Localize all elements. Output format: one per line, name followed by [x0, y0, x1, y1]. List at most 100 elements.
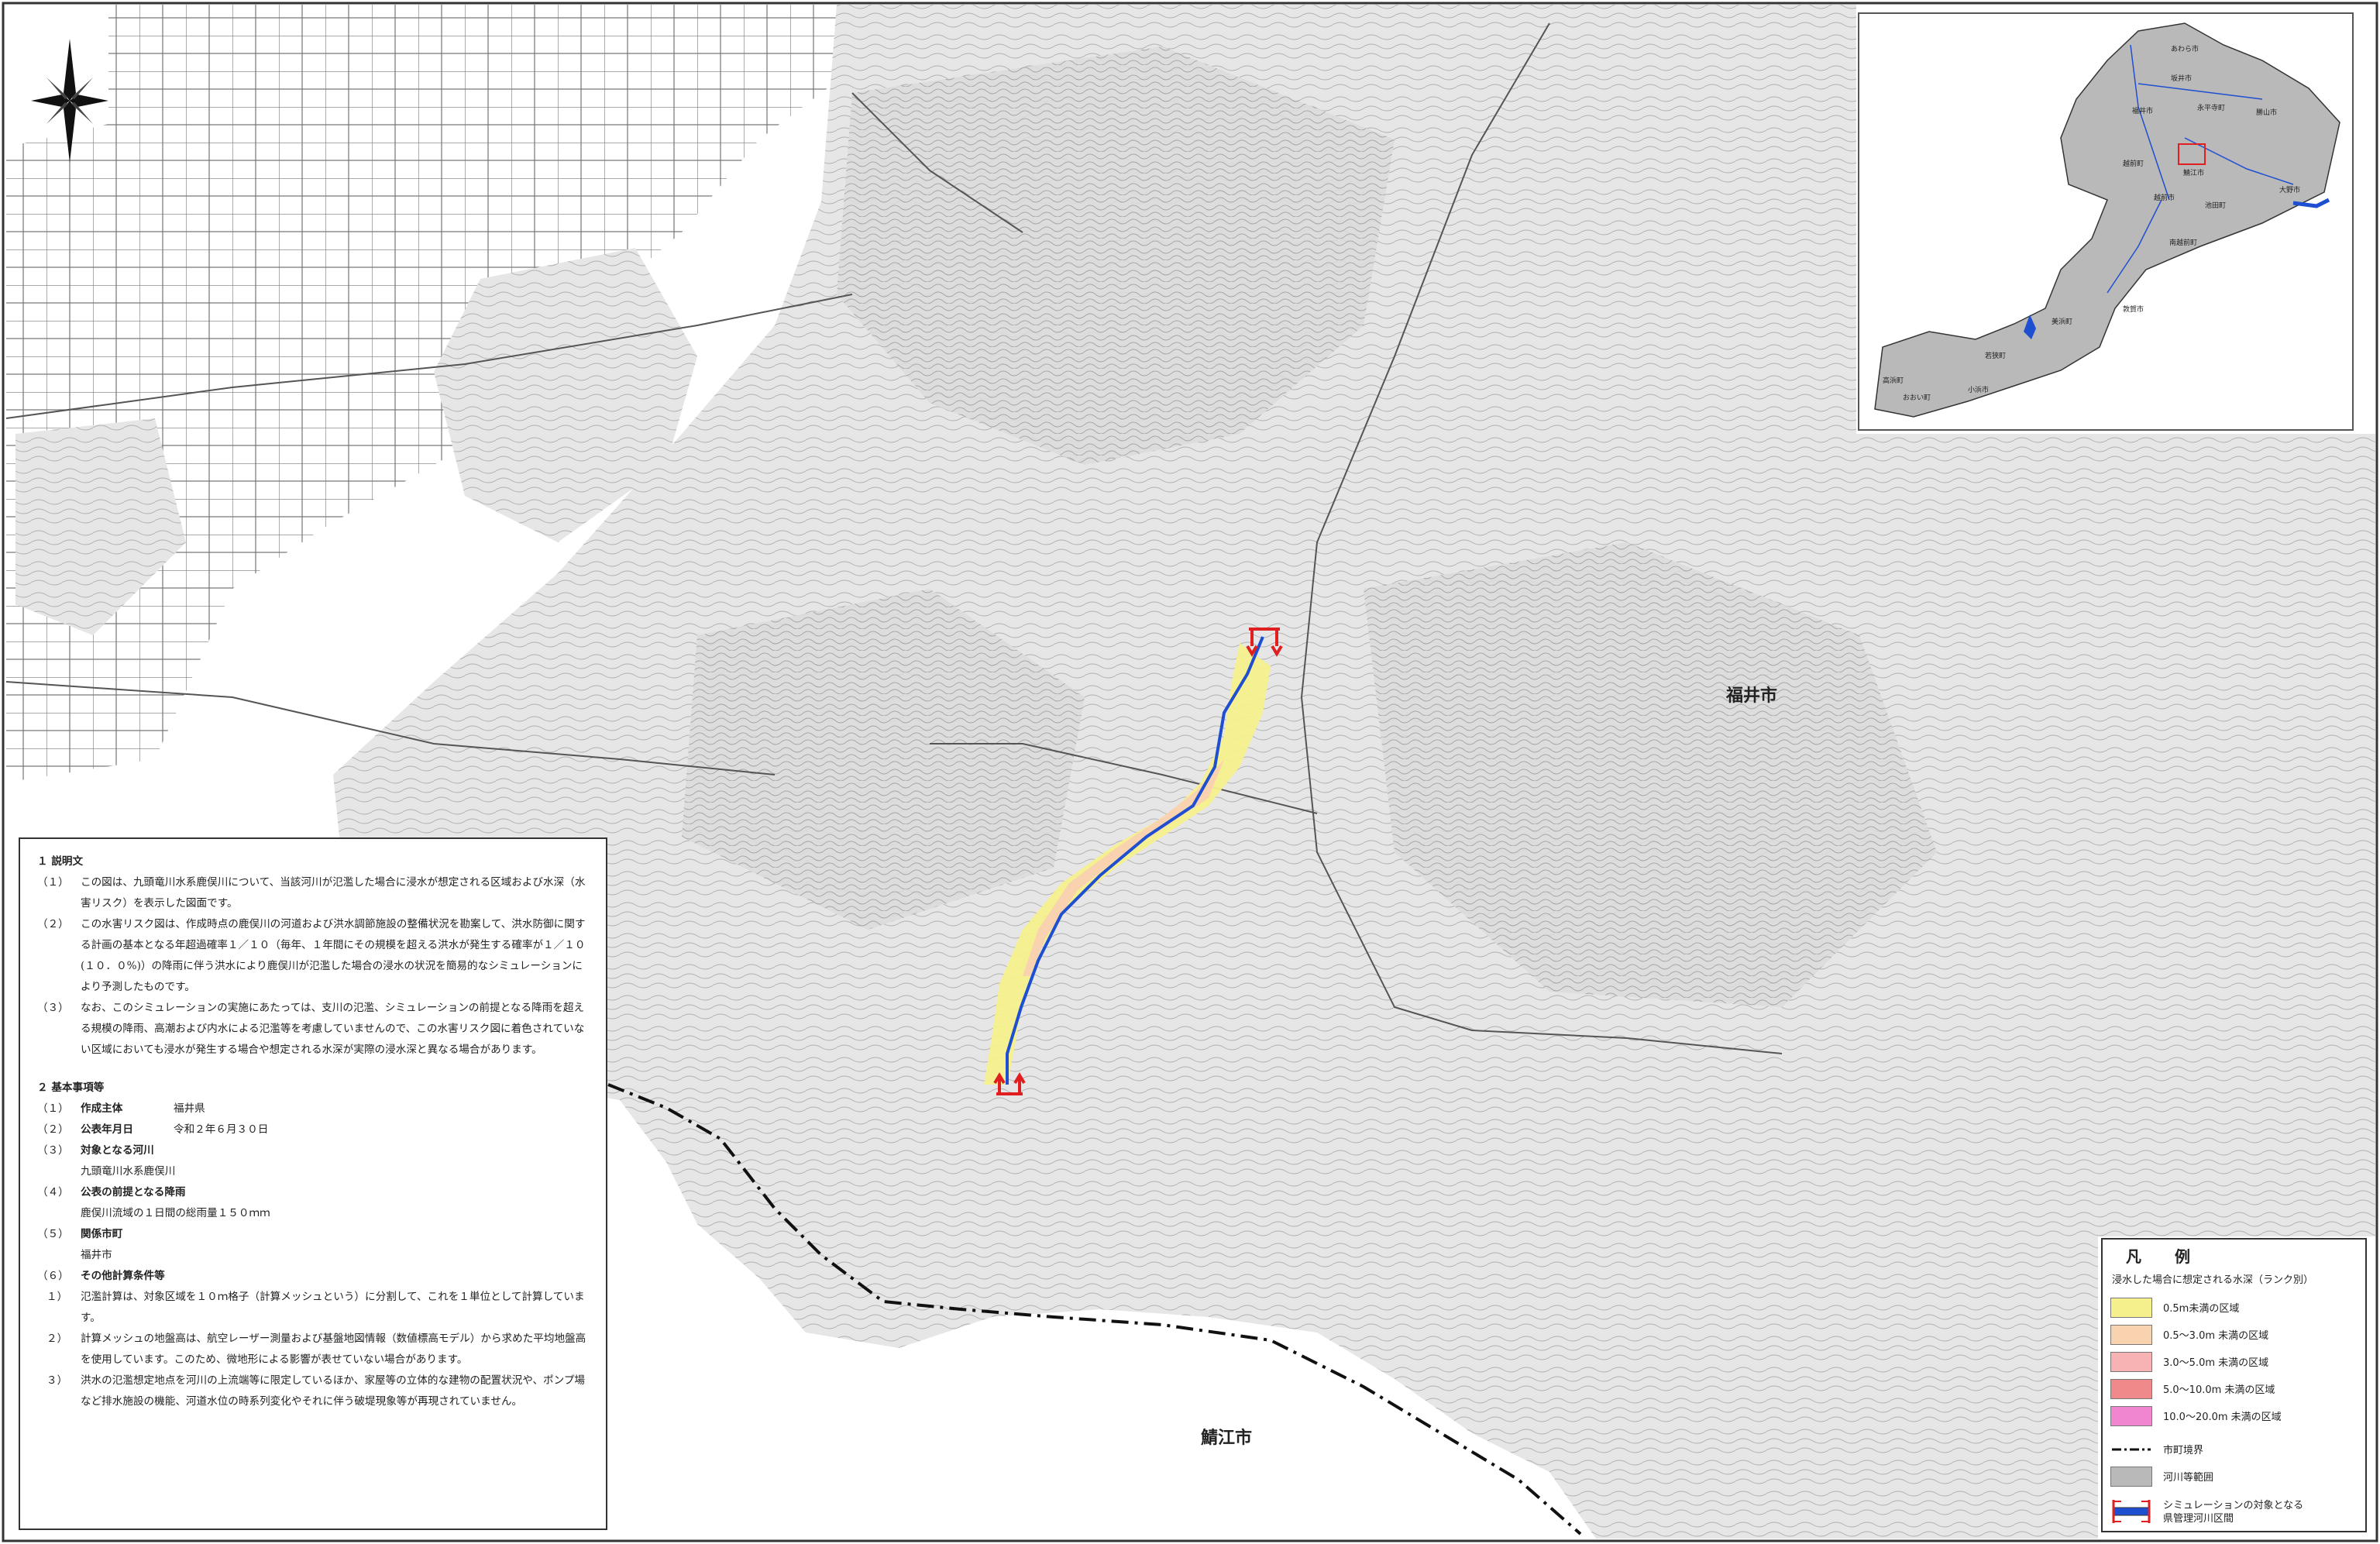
legend-item-boundary: 市町境界: [2110, 1436, 2358, 1463]
item-number: （６）: [37, 1270, 69, 1282]
depth-swatch: [2110, 1297, 2152, 1318]
legend-label: 0.5m未満の区域: [2163, 1303, 2240, 1315]
legend-item-depth: 5.0～10.0m 未満の区域: [2110, 1375, 2358, 1402]
inset-label: 福井市: [2132, 106, 2153, 115]
item-value: 福井市: [81, 1249, 112, 1261]
condition-item: ２） 計算メッシュの地盤高は、航空レーザー測量および基盤地図情報（数値標高モデル…: [37, 1329, 589, 1370]
legend-label: 県管理河川区間: [2163, 1513, 2234, 1525]
depth-swatch: [2110, 1378, 2152, 1399]
inset-label: 越前町: [2123, 159, 2144, 168]
basic-item: （４） 公表の前提となる降雨: [37, 1182, 589, 1203]
section-title: ２ 基本事項等: [37, 1081, 105, 1094]
legend-title: 凡 例: [2126, 1247, 2204, 1266]
inset-label: 南越前町: [2169, 238, 2197, 247]
roads: [5, 22, 1783, 1054]
north-arrow-icon: [31, 39, 108, 163]
legend-item-depth: 10.0～20.0m 未満の区域: [2110, 1402, 2358, 1429]
legend-panel: 凡 例 浸水した場合に想定される水深（ランク別） 0.5m未満の区域 0.5～3…: [2101, 1238, 2367, 1532]
item-value: 令和２年６月３０日: [174, 1123, 269, 1136]
basic-item: （６） その他計算条件等: [37, 1266, 589, 1287]
item-number: （４）: [37, 1186, 69, 1198]
legend-label: 市町境界: [2163, 1445, 2204, 1456]
legend-item-depth: 0.5～3.0m 未満の区域: [2110, 1321, 2358, 1348]
hill-terrain-dense: [682, 46, 1937, 1007]
basic-item: （１） 作成主体 福井県: [37, 1099, 589, 1119]
item-number: （３）: [37, 1144, 69, 1157]
city-label-sabae: 鯖江市: [1201, 1429, 1253, 1448]
inset-label: 池田町: [2205, 201, 2226, 210]
inset-label: 越前市: [2154, 193, 2175, 202]
item-number: （２）: [37, 1123, 69, 1136]
item-number: （５）: [37, 1228, 69, 1240]
legend-subtitle: 浸水した場合に想定される水深（ランク別）: [2112, 1274, 2314, 1286]
inset-label: 永平寺町: [2197, 103, 2225, 112]
simulation-range-markers: [993, 628, 1283, 1095]
inset-label: あわら市: [2171, 44, 2199, 53]
river-area-swatch: [2110, 1466, 2152, 1487]
legend-label: 河川等範囲: [2163, 1472, 2214, 1484]
item-key: 対象となる河川: [81, 1144, 154, 1157]
city-label-fukui: 福井市: [1726, 686, 1778, 706]
legend-label: 5.0～10.0m 未満の区域: [2163, 1384, 2275, 1396]
item-key: 作成主体: [81, 1102, 123, 1115]
plain-fields: [6, 5, 852, 782]
item-key: その他計算条件等: [81, 1270, 165, 1282]
inset-label: 鯖江市: [2183, 168, 2204, 177]
item-number: （１）: [37, 1102, 69, 1115]
hill-west: [15, 248, 697, 635]
flood-zone-medium: [1023, 759, 1224, 976]
condition-item: ３） 洪水の氾濫想定地点を河川の上流端等に限定しているほか、家屋等の立体的な建物…: [37, 1370, 589, 1412]
depth-swatch: [2110, 1351, 2152, 1372]
inset-label: 小浜市: [1968, 385, 1989, 394]
legend-label: 0.5～3.0m 未満の区域: [2163, 1330, 2269, 1342]
section-title: １ 説明文: [37, 855, 84, 868]
city-boundary-line: [607, 1083, 1582, 1535]
inset-prefecture-map: あわら市 坂井市 福井市 永平寺町 勝山市 鯖江市 越前町 越前市 池田町 大野…: [1874, 22, 2340, 418]
simulated-river-section: [1006, 636, 1264, 1085]
explanation-item: （１） この図は、九頭竜川水系鹿俣川について、当該河川が氾濫した場合に浸水が想定…: [37, 872, 589, 914]
item-text: この図は、九頭竜川水系鹿俣川について、当該河川が氾濫した場合に浸水が想定される区…: [81, 876, 586, 910]
item-number: （３）: [37, 1002, 69, 1014]
depth-swatch: [2110, 1324, 2152, 1345]
inset-label: おおい町: [1903, 394, 1931, 402]
boundary-line-icon: [2112, 1448, 2151, 1450]
inset-label: 高浜町: [1883, 376, 1904, 385]
item-number: １）: [46, 1291, 68, 1303]
inset-label: 勝山市: [2256, 108, 2277, 117]
item-number: ２）: [46, 1333, 68, 1345]
item-text: 洪水の氾濫想定地点を河川の上流端等に限定しているほか、家屋等の立体的な建物の配置…: [81, 1374, 586, 1408]
legend-item-depth: 3.0～5.0m 未満の区域: [2110, 1348, 2358, 1375]
legend-item-simulation: シミュレーションの対象となる 県管理河川区間: [2110, 1493, 2358, 1532]
item-value: 九頭竜川水系鹿俣川: [81, 1165, 176, 1178]
hill-terrain: [333, 5, 2375, 1539]
item-number: （２）: [37, 918, 69, 930]
item-value: 福井県: [174, 1102, 205, 1115]
explanation-item: （２） この水害リスク図は、作成時点の鹿俣川の河道および洪水調節施設の整備状況を…: [37, 914, 589, 998]
legend-label: 10.0～20.0m 未満の区域: [2163, 1412, 2282, 1423]
item-text: 計算メッシュの地盤高は、航空レーザー測量および基盤地図情報（数値標高モデル）から…: [81, 1333, 586, 1366]
inset-label: 若狭町: [1985, 351, 2006, 360]
explanation-item: （３） なお、このシミュレーションの実施にあたっては、支川の氾濫、シミュレーショ…: [37, 998, 589, 1061]
item-key: 公表年月日: [81, 1123, 133, 1136]
inset-label: 美浜町: [2052, 317, 2072, 326]
item-value: 鹿俣川流域の１日間の総雨量１５０ｍｍ: [81, 1207, 270, 1219]
condition-item: １） 氾濫計算は、対象区域を１０ｍ格子（計算メッシュという）に分割して、これを１…: [37, 1287, 589, 1329]
basic-item: （５） 関係市町: [37, 1224, 589, 1245]
depth-swatch: [2110, 1405, 2152, 1426]
item-text: この水害リスク図は、作成時点の鹿俣川の河道および洪水調節施設の整備状況を勘案して…: [81, 918, 586, 993]
legend-item-depth: 0.5m未満の区域: [2110, 1294, 2358, 1321]
legend-label: シミュレーションの対象となる: [2163, 1500, 2304, 1511]
inset-label: 敦賀市: [2123, 304, 2144, 314]
basic-item: （２） 公表年月日 令和２年６月３０日: [37, 1119, 589, 1140]
item-number: （１）: [37, 876, 69, 889]
item-text: なお、このシミュレーションの実施にあたっては、支川の氾濫、シミュレーションの前提…: [81, 1002, 585, 1056]
item-number: ３）: [46, 1374, 68, 1387]
inset-label: 坂井市: [2171, 74, 2192, 83]
legend-item-river-area: 河川等範囲: [2110, 1463, 2358, 1490]
item-key: 関係市町: [81, 1228, 123, 1240]
basic-item: （３） 対象となる河川: [37, 1140, 589, 1161]
legend-label: 3.0～5.0m 未満の区域: [2163, 1357, 2269, 1369]
explanation-panel: １ 説明文 （１） この図は、九頭竜川水系鹿俣川について、当該河川が氾濫した場合…: [19, 837, 607, 1530]
simulation-section-icon: [2112, 1500, 2151, 1523]
inset-label: 大野市: [2279, 185, 2300, 194]
